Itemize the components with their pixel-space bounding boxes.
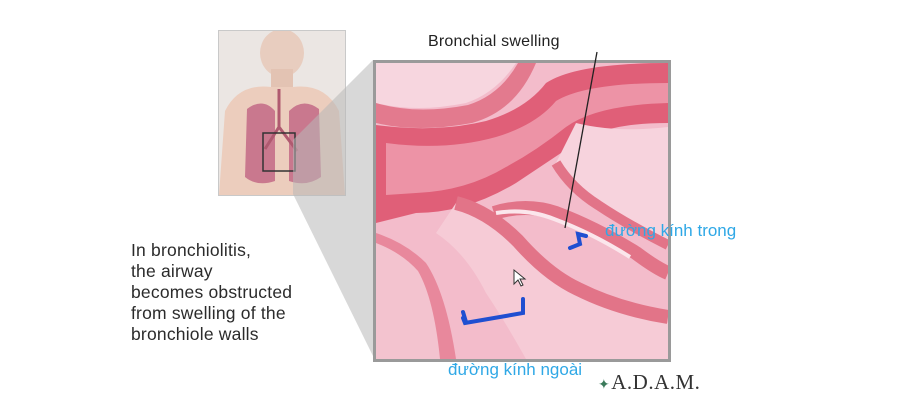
bronchial-swelling-label: Bronchial swelling [428,33,560,50]
inner-diameter-marker [568,231,588,250]
torso-illustration [219,31,345,195]
torso-thumbnail [218,30,346,196]
inner-diameter-label: đường kính trong [605,221,737,240]
adam-logo-text: A.D.A.M. [611,370,701,394]
caption-text: In bronchiolitis, the airway becomes obs… [131,240,293,344]
outer-diameter-label: đường kính ngoài [448,360,583,379]
adam-logo-mark: ✦ [598,378,611,393]
bronchiole-illustration [376,63,668,359]
leader-line [564,51,598,229]
adam-logo: ✦A.D.A.M. [598,370,700,395]
outer-diameter-marker [461,297,525,326]
mouse-cursor [513,268,527,287]
